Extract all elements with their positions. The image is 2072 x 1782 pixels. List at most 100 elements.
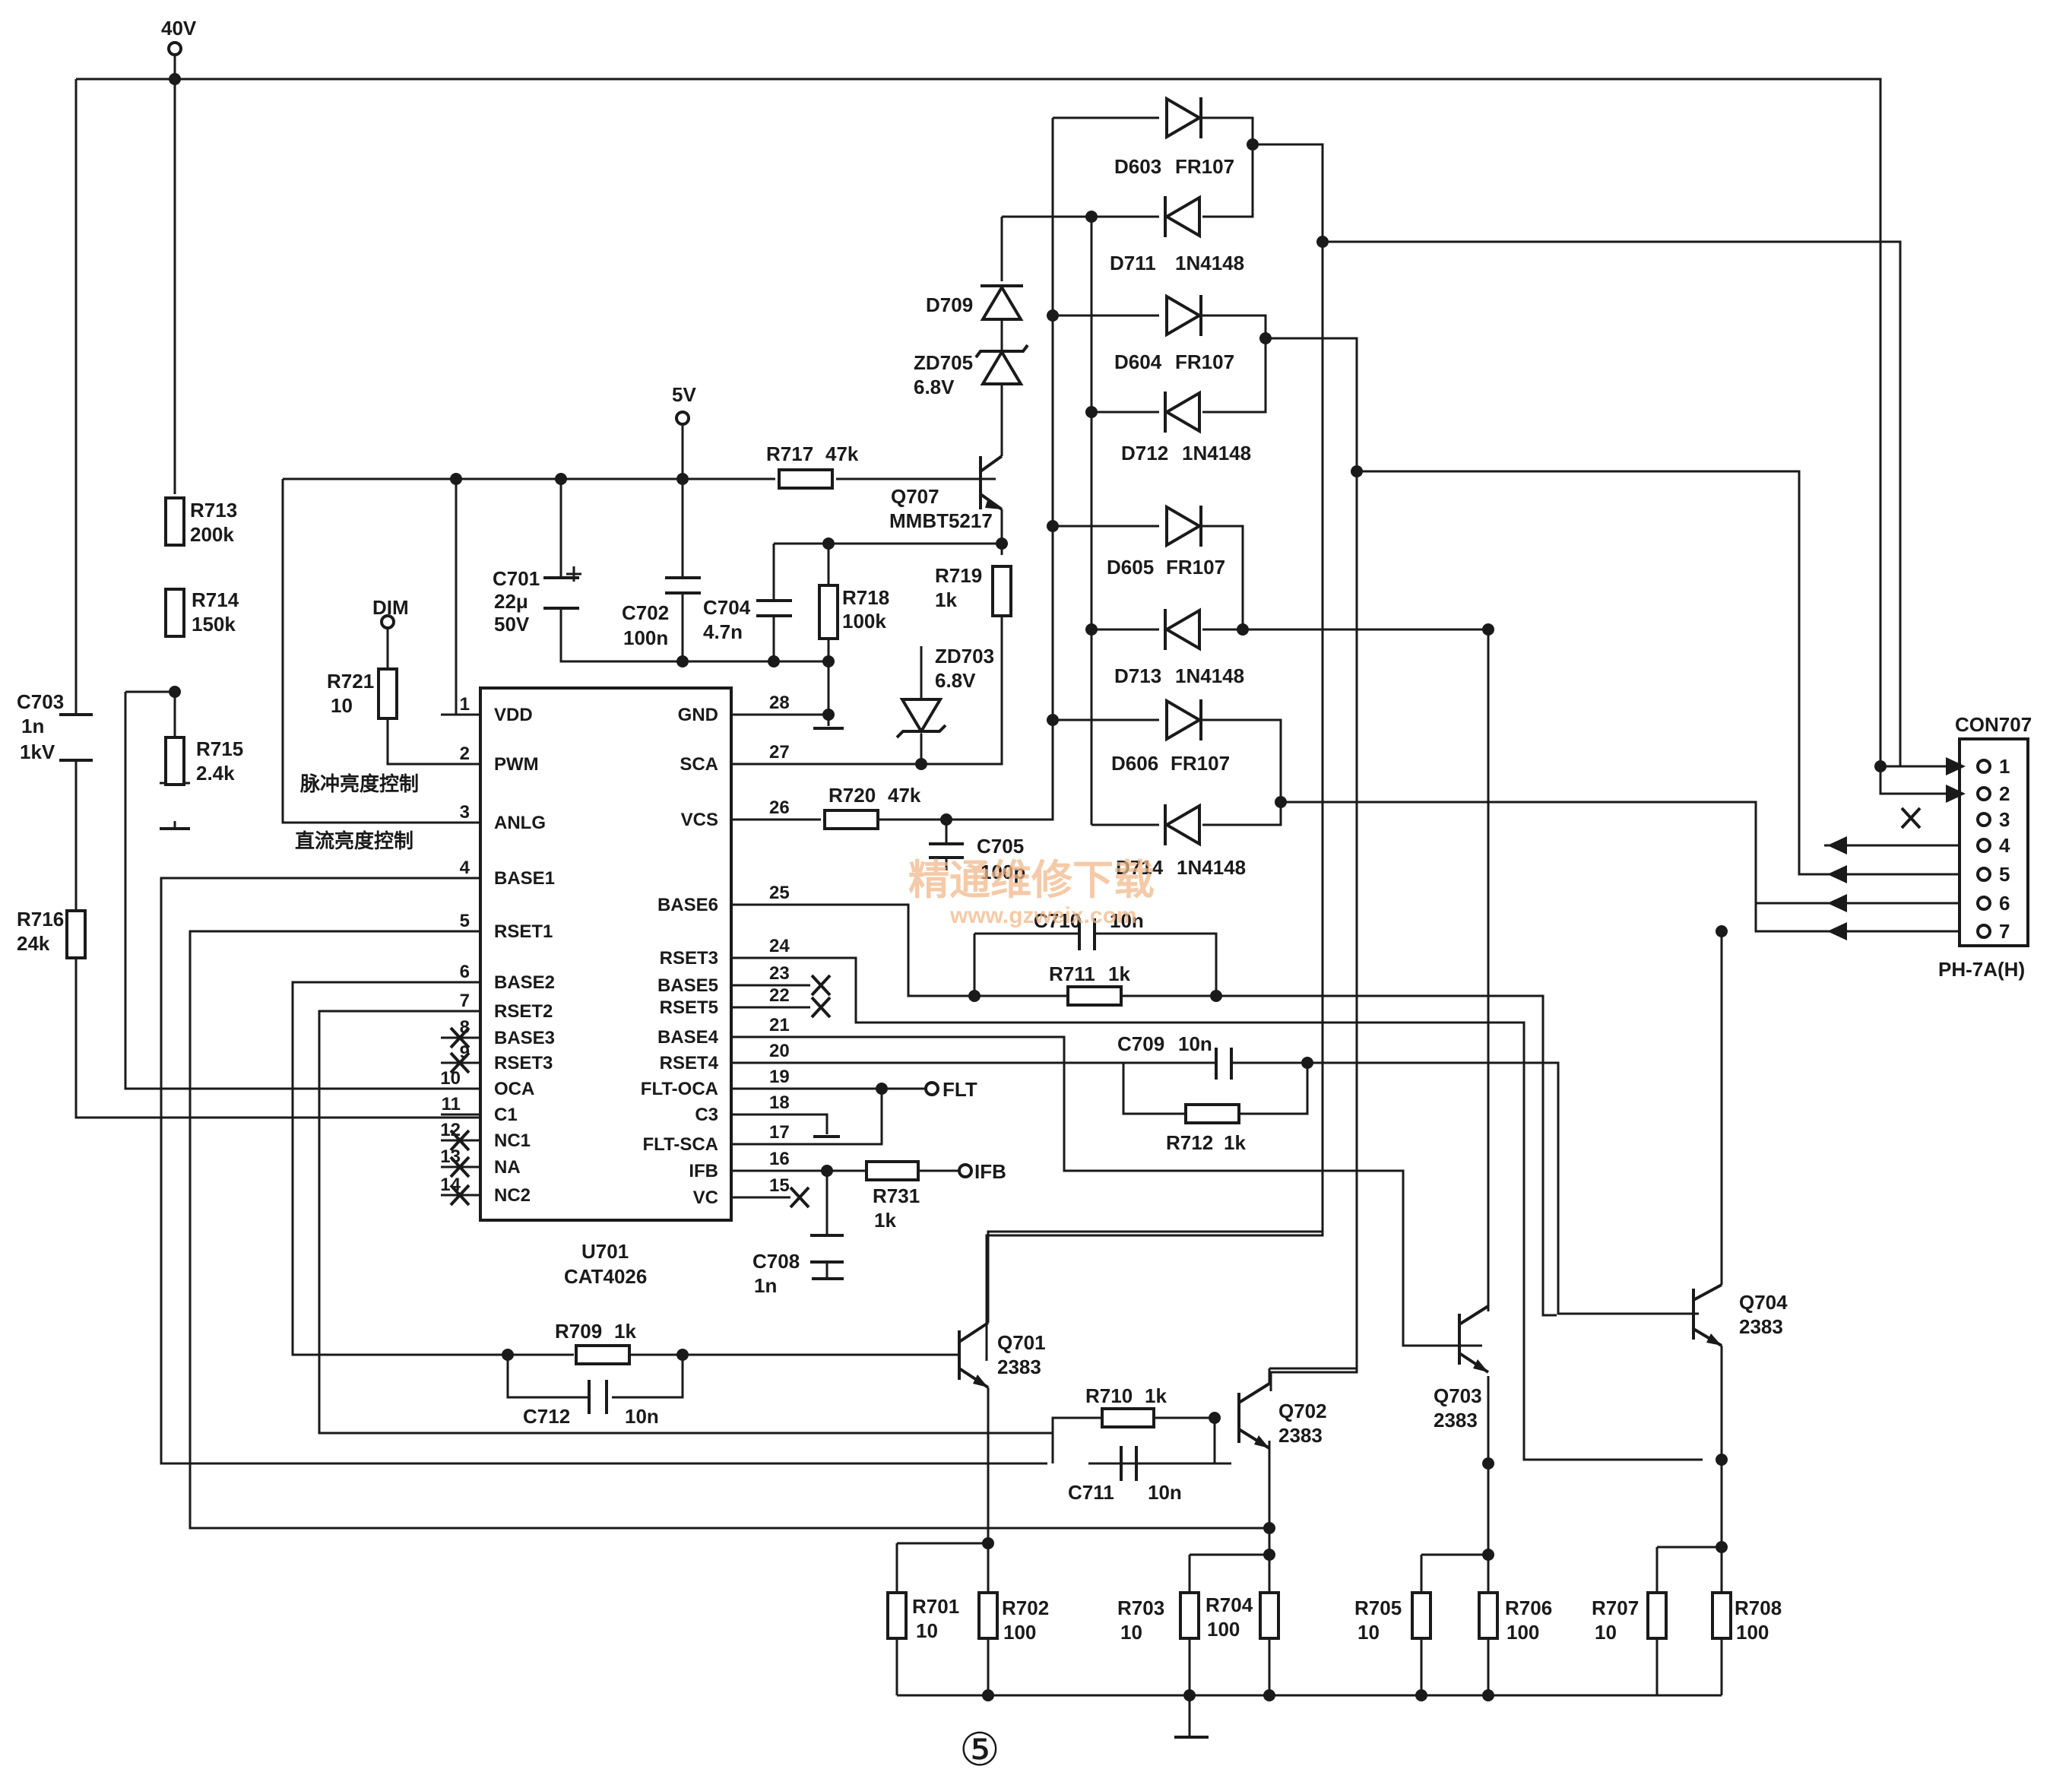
r719-val: 1k <box>935 588 957 611</box>
r714-val: 150k <box>192 613 236 636</box>
connector-pin <box>1976 838 1991 853</box>
ic-pin-number: 18 <box>769 1092 790 1113</box>
c711-val: 10n <box>1148 1481 1182 1504</box>
r704-val: 100 <box>1207 1618 1240 1641</box>
ic-pin-number: 6 <box>460 962 470 982</box>
c704-val: 4.7n <box>703 620 743 643</box>
r721-val: 10 <box>331 694 353 717</box>
ic-pin-number: 15 <box>769 1175 790 1196</box>
r705-body <box>1411 1591 1432 1640</box>
c703-ref: C703 <box>17 690 64 713</box>
zd703-symbol <box>895 698 947 739</box>
ic-pin-number: 28 <box>769 693 790 713</box>
ic-pin-number: 3 <box>460 802 470 823</box>
ic-pin-number: 16 <box>769 1149 790 1169</box>
d603-ref: D603 <box>1114 155 1161 178</box>
r702-body <box>977 1591 999 1640</box>
r711-val: 1k <box>1108 962 1130 985</box>
q704-symbol <box>1692 1283 1723 1347</box>
c702-val: 100n <box>623 626 668 649</box>
label-40v: 40V <box>161 17 197 40</box>
d713-val: 1N4148 <box>1175 664 1244 687</box>
d713-ref: D713 <box>1114 664 1161 687</box>
r702-val: 100 <box>1003 1621 1036 1644</box>
d709-ref: D709 <box>926 293 973 316</box>
r711-ref: R711 <box>1049 962 1095 985</box>
ic-pin-number: 20 <box>769 1041 790 1061</box>
label-dim: DIM <box>372 596 409 619</box>
ic-pin-name: FLT-SCA <box>642 1134 718 1155</box>
r713-ref: R713 <box>190 499 237 522</box>
r721-body <box>377 667 398 720</box>
note-dc-dimming: 直流亮度控制 <box>295 829 413 852</box>
d712-symbol <box>1164 390 1201 434</box>
ic-pin-number: 7 <box>460 991 470 1011</box>
q704-ref: Q704 <box>1739 1291 1788 1314</box>
connector-pin-number: 1 <box>1999 755 2010 778</box>
d711-ref: D711 <box>1110 252 1156 274</box>
wires <box>74 55 1902 1739</box>
zd703-val: 6.8V <box>935 669 976 692</box>
r718-body <box>818 584 839 640</box>
ic-pin-name: VDD <box>494 705 533 725</box>
c703-plates <box>59 713 93 762</box>
q703-val: 2383 <box>1434 1409 1478 1432</box>
d712-ref: D712 <box>1121 442 1168 465</box>
watermark-url: www.gzweix.com <box>949 903 1137 928</box>
d606-ref: D606 <box>1111 752 1158 775</box>
c705-plates <box>929 842 964 859</box>
q707-val: MMBT5217 <box>889 509 993 532</box>
ic-pin-number: 1 <box>460 694 470 715</box>
d604-ref: D604 <box>1114 350 1162 373</box>
r720-ref: R720 <box>828 784 876 807</box>
r703-val: 10 <box>1120 1621 1142 1644</box>
ic-pin-name: ANLG <box>494 813 546 833</box>
r703-ref: R703 <box>1117 1597 1164 1619</box>
ic-pin-number: 25 <box>769 883 790 903</box>
signal-ifb: IFB <box>974 1160 1006 1183</box>
junction-dots <box>169 73 1887 1701</box>
d604-symbol <box>1165 293 1202 338</box>
capacitors <box>59 566 1254 1481</box>
r718-ref: R718 <box>842 586 889 609</box>
r708-body <box>1711 1591 1732 1640</box>
ic-pin-name: RSET2 <box>494 1001 553 1022</box>
q707-ref: Q707 <box>891 485 939 508</box>
r720-body <box>823 809 879 830</box>
ic-pin-name: BASE4 <box>657 1027 719 1048</box>
d604-val: FR107 <box>1175 350 1234 373</box>
ic-pin-number: 11 <box>442 1094 461 1115</box>
r711-body <box>1066 985 1123 1007</box>
ic-pin-number: 8 <box>460 1017 470 1038</box>
d714-ref: D714 <box>1116 856 1164 879</box>
q703-symbol <box>1458 1305 1490 1374</box>
r701-body <box>886 1591 908 1640</box>
d605-ref: D605 <box>1107 556 1154 579</box>
ic-left-pin-names: VDDPWMANLGBASE1RSET1BASE2RSET2BASE3RSET3… <box>494 705 555 1206</box>
transistors <box>958 445 1723 1463</box>
connector-pin-number: 2 <box>1999 782 2010 805</box>
ic-pin-name: PWM <box>494 754 539 775</box>
ic-pin-name: RSET1 <box>494 921 553 942</box>
r717-ref: R717 <box>766 442 813 465</box>
ic-pin-number: 22 <box>769 985 790 1006</box>
label-5v: 5V <box>672 383 696 406</box>
zd705-ref: ZD705 <box>914 351 973 374</box>
ic-pin-name: RSET3 <box>494 1053 553 1073</box>
q703-ref: Q703 <box>1434 1384 1482 1407</box>
q704-val: 2383 <box>1739 1315 1783 1338</box>
r704-ref: R704 <box>1205 1593 1253 1616</box>
c709-val: 10n <box>1178 1032 1212 1055</box>
ic-pin-name: C1 <box>494 1105 518 1125</box>
ic-pin-name: OCA <box>494 1079 534 1099</box>
d714-val: 1N4148 <box>1177 856 1246 879</box>
ic-pin-name: C3 <box>695 1105 718 1125</box>
ic-pin-name: RSET5 <box>660 997 718 1018</box>
connector-pin <box>1976 786 1991 801</box>
c708-ref: C708 <box>752 1250 800 1273</box>
connector-pin <box>1976 812 1991 827</box>
connector-pin-number: 4 <box>1999 834 2010 857</box>
c712-plates <box>588 1380 608 1414</box>
d713-symbol <box>1164 607 1201 652</box>
r712-ref: R712 <box>1166 1131 1213 1154</box>
